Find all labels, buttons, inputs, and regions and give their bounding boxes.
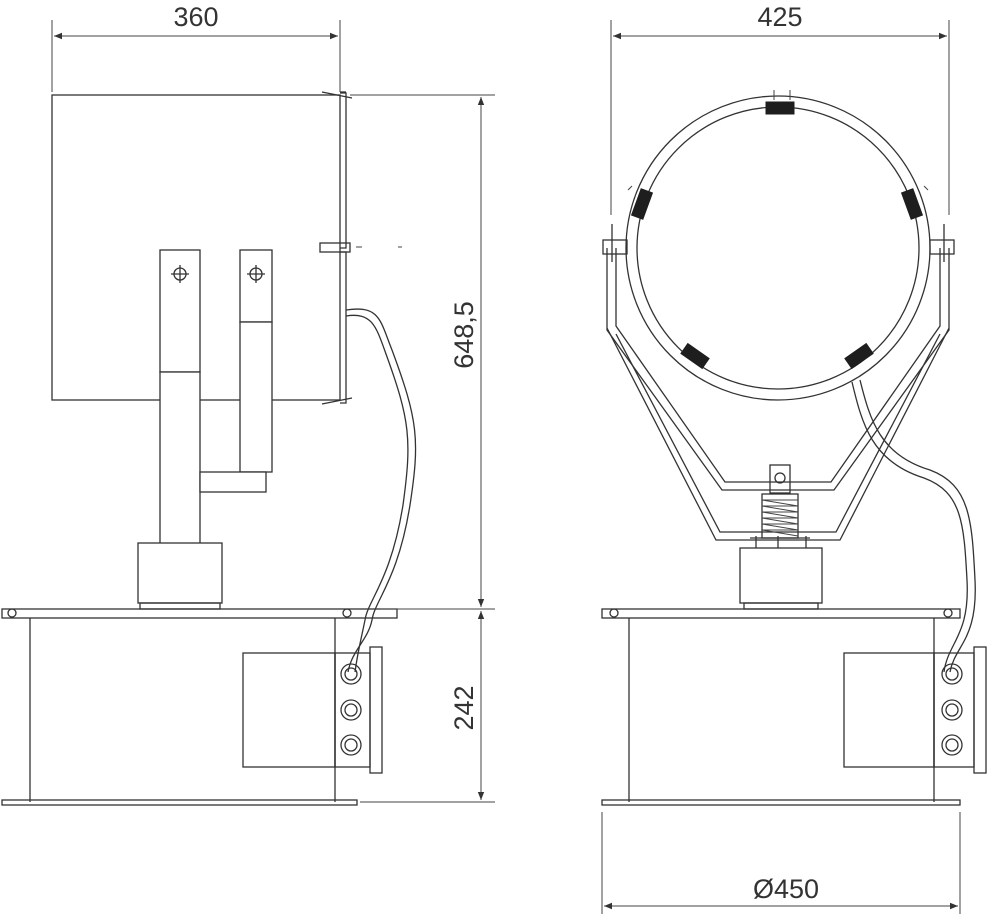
front-view — [601, 90, 987, 806]
lens-clip-bottom-right — [844, 342, 874, 370]
front-bottom-plate — [601, 799, 961, 806]
dim-base-diameter-label: Ø450 — [753, 874, 819, 904]
side-junction-box — [242, 652, 336, 768]
dim-front-width-label: 425 — [757, 2, 802, 32]
dim-base-height-label: 242 — [449, 685, 479, 730]
dimension-lamp-height: 648,5 — [350, 94, 495, 610]
lens-clip-bottom-left — [680, 342, 710, 370]
dimension-base-diameter: Ø450 — [601, 812, 961, 914]
yoke-arm-right — [239, 249, 273, 323]
dimension-front-width: 425 — [610, 2, 950, 215]
front-cable-gland-3 — [941, 734, 963, 756]
front-swivel-column — [739, 547, 823, 604]
lens-clip-top — [765, 101, 795, 115]
side-lens-frame — [340, 92, 347, 404]
side-bottom-plate — [1, 799, 358, 806]
front-lens-inner — [636, 106, 920, 390]
cable-gland-1 — [340, 663, 362, 685]
front-connector — [769, 464, 791, 494]
front-lens-outer — [625, 95, 931, 401]
dim-side-width-label: 360 — [173, 2, 218, 32]
cable-gland-3 — [340, 734, 362, 756]
side-swivel-column — [137, 542, 223, 604]
dimension-base-height: 242 — [360, 611, 495, 803]
side-top-plate — [1, 608, 398, 619]
pivot-bolt-right — [247, 265, 265, 283]
front-pivot-right — [929, 224, 955, 262]
front-junction-box — [843, 652, 935, 768]
side-view — [1, 91, 417, 806]
cable-gland-2 — [340, 699, 362, 721]
front-pivot-left — [602, 224, 628, 262]
front-cable-gland-2 — [941, 699, 963, 721]
dimension-side-width: 360 — [51, 2, 341, 92]
lens-clip-left — [630, 188, 654, 220]
dim-lamp-height-label: 648,5 — [449, 301, 479, 369]
front-power-cable — [859, 379, 976, 673]
side-power-cable — [345, 308, 417, 673]
lens-clip-right — [900, 188, 924, 220]
front-yoke — [606, 248, 950, 491]
pivot-bolt-left — [171, 265, 189, 283]
front-top-plate — [601, 608, 961, 619]
